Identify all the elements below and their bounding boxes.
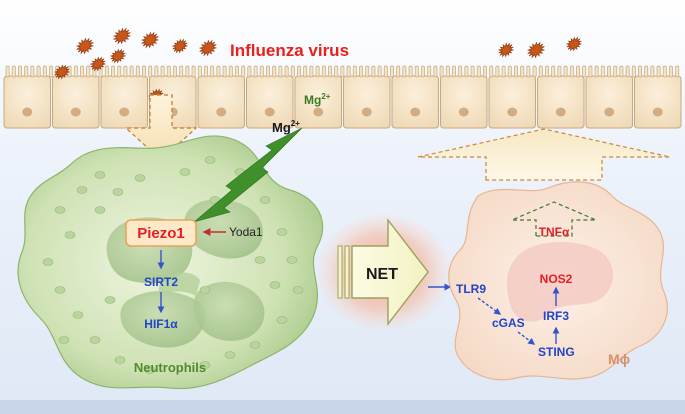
title-influenza-virus: Influenza virus <box>230 41 349 60</box>
granule <box>249 341 261 349</box>
yoda1-label: Yoda1 <box>229 225 263 239</box>
epithelial-cell <box>343 75 391 129</box>
epithelial-cell <box>100 75 148 129</box>
cgas-label: cGAS <box>492 316 525 330</box>
macrophage-label: Mϕ <box>608 351 630 367</box>
granule <box>42 258 54 266</box>
virus-icon <box>198 39 218 57</box>
neutrophil-granules <box>42 156 304 374</box>
granule <box>254 256 266 264</box>
nos2-label: NOS2 <box>540 272 573 286</box>
tlr9-label: TLR9 <box>456 282 486 296</box>
epithelial-cell <box>537 75 585 129</box>
granule <box>89 336 101 344</box>
granule <box>58 336 70 344</box>
granule <box>76 186 88 194</box>
mg-lightning-icon <box>193 127 303 223</box>
virus-icon <box>171 38 189 54</box>
cgas-sting-arrow <box>517 331 536 345</box>
neutrophil-nucleus <box>106 199 265 348</box>
epithelial-cell <box>197 75 245 129</box>
sting-label: STING <box>538 345 575 359</box>
epithelial-cell <box>634 75 682 129</box>
granule <box>94 171 106 179</box>
granule <box>276 316 288 324</box>
granule <box>94 206 106 214</box>
piezo1-label: Piezo1 <box>137 225 185 242</box>
hif1a-label: HIF1α <box>144 317 178 331</box>
virus-icon <box>526 41 546 59</box>
bottom-band <box>0 400 685 414</box>
granule <box>292 286 304 294</box>
net-label: NET <box>366 266 398 283</box>
granule <box>134 174 146 182</box>
granule <box>259 196 271 204</box>
epithelial-cell <box>52 75 100 129</box>
net-arrow <box>337 217 429 327</box>
virus-icon <box>89 56 107 72</box>
neutrophils-label: Neutrophils <box>134 360 206 375</box>
virus-icon <box>140 31 160 49</box>
sirt2-label: SIRT2 <box>144 275 178 289</box>
virus-icon <box>497 42 515 58</box>
granule <box>64 231 76 239</box>
macrophage-nucleus <box>506 242 614 322</box>
granule <box>204 156 216 164</box>
epithelial-cell <box>585 75 633 129</box>
granule <box>286 256 298 264</box>
granule <box>269 281 281 289</box>
tnfa-arrow <box>511 201 597 237</box>
granule <box>276 228 288 236</box>
virus-icon <box>565 36 583 52</box>
epithelium-layer <box>3 65 682 129</box>
granule <box>224 351 236 359</box>
virus-icon <box>109 48 127 64</box>
granule <box>104 296 116 304</box>
piezo1-box <box>125 219 197 247</box>
granule <box>112 188 124 196</box>
granule <box>179 168 191 176</box>
epithelial-cell <box>3 75 51 129</box>
virus-icon <box>75 37 95 55</box>
granule <box>114 356 126 364</box>
granule <box>144 366 156 374</box>
mg-epithelium-label: Mg2+ <box>304 92 331 107</box>
epithelial-cell <box>488 75 536 129</box>
virus-icon <box>112 27 132 45</box>
granule <box>54 286 66 294</box>
epithelial-cell <box>440 75 488 129</box>
tnfa-label: TNFα <box>539 225 570 239</box>
irf3-label: IRF3 <box>543 309 569 323</box>
granule <box>54 206 66 214</box>
granule <box>199 286 211 294</box>
granule <box>199 361 211 369</box>
macrophage-up-arrow <box>417 128 671 181</box>
virus-icon <box>53 64 71 80</box>
mg-bolt-label: Mg2+ <box>272 119 300 135</box>
granule <box>72 311 84 319</box>
epithelial-cell <box>391 75 439 129</box>
tlr9-cgas-arrow <box>477 297 502 315</box>
